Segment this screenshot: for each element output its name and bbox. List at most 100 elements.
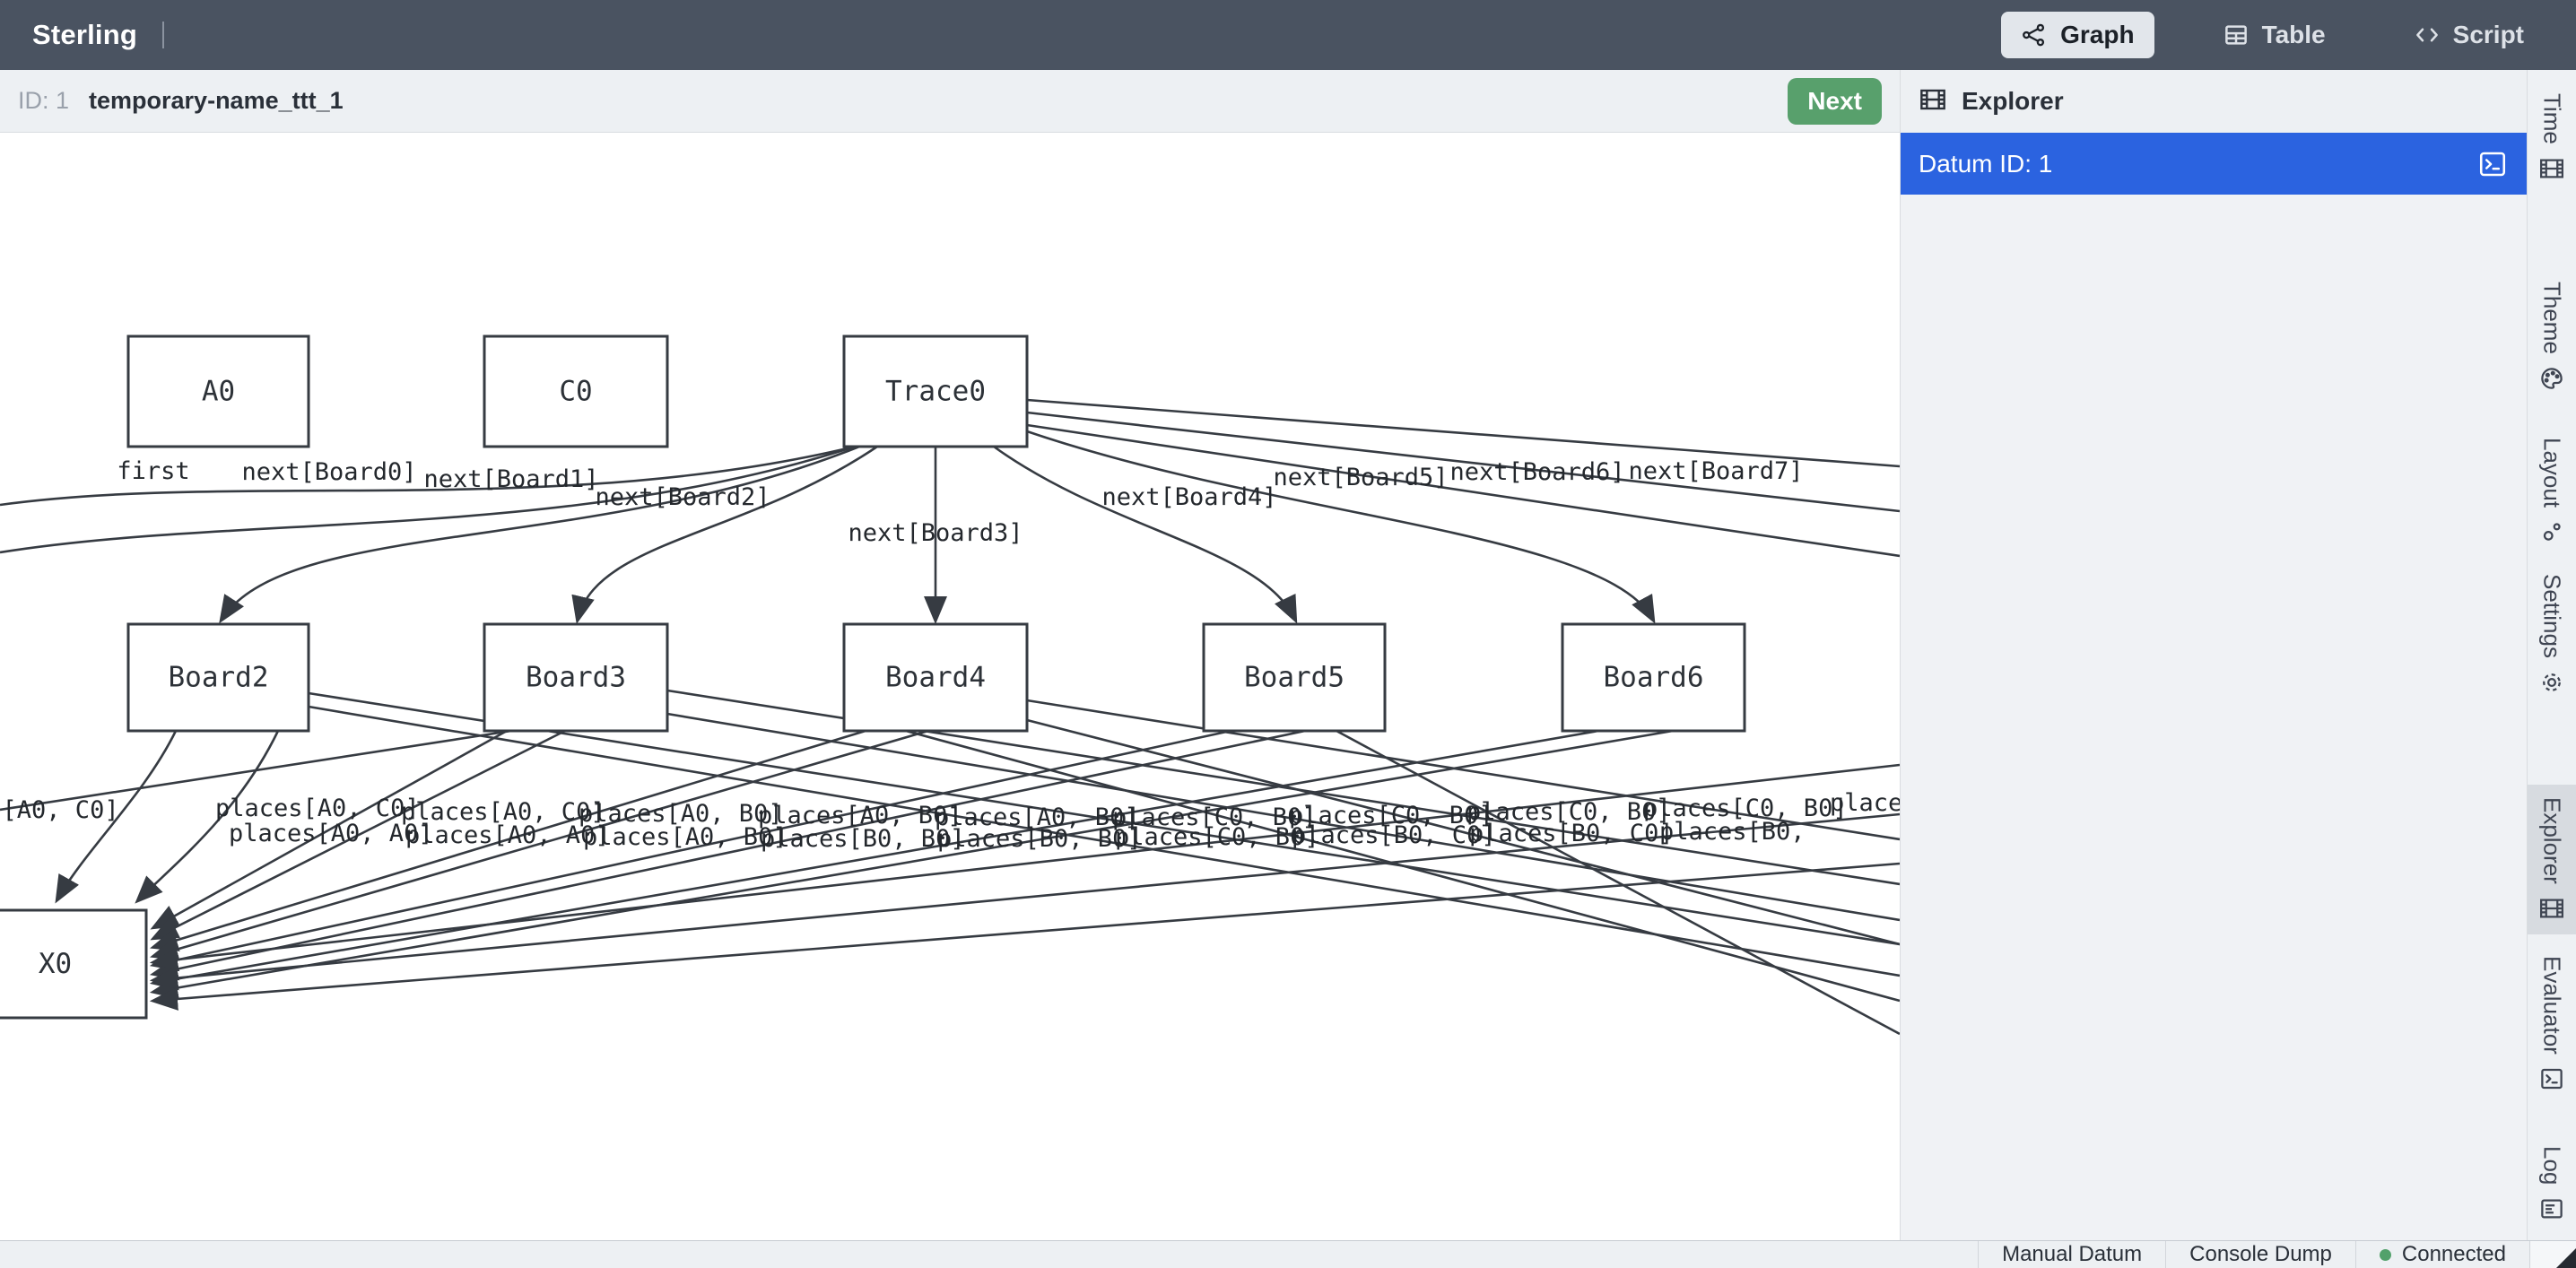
- graph-edge: [0, 729, 512, 812]
- resize-grip[interactable]: [2556, 1248, 2576, 1268]
- rail-tab-explorer[interactable]: Explorer: [2528, 785, 2576, 934]
- rail-tab-log[interactable]: Log: [2528, 1133, 2576, 1235]
- graph-node-Board3[interactable]: Board3: [483, 622, 669, 733]
- graph-node-Board5[interactable]: Board5: [1202, 622, 1387, 733]
- side-rail: Time Theme Layout: [2527, 70, 2576, 1240]
- graph-edge: [135, 730, 280, 904]
- edge-label: next[Board2]: [595, 483, 770, 511]
- datum-name: temporary-name_ttt_1: [89, 87, 344, 114]
- graph-node-label: Trace0: [885, 376, 986, 408]
- places-label: places[A0, B0]: [583, 823, 788, 851]
- places-label: places[B0, B0]: [761, 825, 965, 853]
- tab-script-label: Script: [2452, 21, 2524, 48]
- graph-edge: [993, 445, 1298, 624]
- places-label: places[A0, A0]: [229, 820, 433, 847]
- graph-node-label: A0: [202, 376, 235, 408]
- graph-edge: [666, 712, 1900, 922]
- connected-dot-icon: [2379, 1248, 2391, 1261]
- graph-edge: [1026, 699, 1900, 841]
- graph-node-label: Board4: [885, 662, 986, 694]
- explorer-panel-header: Explorer: [1901, 70, 2527, 133]
- places-label: places[B0, C0]: [1292, 821, 1496, 849]
- rail-time-label: Time: [2538, 93, 2566, 144]
- next-button[interactable]: Next: [1788, 77, 1882, 125]
- tab-script[interactable]: Script: [2394, 12, 2544, 58]
- places-label: places[A0, B0]: [579, 800, 783, 828]
- connection-label: Connected: [2401, 1242, 2506, 1266]
- places-label: places[A0, C0]: [401, 798, 605, 826]
- gear-icon: [2538, 669, 2565, 696]
- status-corner: [2529, 1241, 2576, 1268]
- places-label: places[B0,: [1659, 818, 1806, 846]
- edge-label: next[Board6]: [1449, 458, 1624, 486]
- rail-evaluator-label: Evaluator: [2538, 956, 2566, 1055]
- places-label: places[A0, C0]: [215, 795, 420, 822]
- graph-node-Trace0[interactable]: Trace0: [842, 334, 1029, 448]
- graph-edge: [219, 445, 860, 624]
- edge-label: next[Board1]: [423, 465, 598, 493]
- rail-settings-label: Settings: [2538, 574, 2566, 658]
- status-spacer: [0, 1241, 1978, 1268]
- graph-edge: [1026, 423, 1900, 558]
- places-label: places[C0, B0]: [1112, 803, 1317, 831]
- graph-edge: [150, 729, 508, 930]
- graph-edge: [1026, 430, 1656, 624]
- layout-icon: [2538, 518, 2565, 545]
- top-bar: Sterling Graph Table: [0, 0, 2576, 70]
- graph-edge: [308, 705, 1900, 977]
- graph-edge: [149, 729, 1674, 1000]
- rail-tab-theme[interactable]: Theme: [2528, 269, 2576, 404]
- graph-edge: [150, 729, 566, 941]
- places-label: places[A0, A0]: [405, 821, 610, 849]
- rail-tab-evaluator[interactable]: Evaluator: [2528, 943, 2576, 1105]
- graph-edge: [149, 729, 1306, 981]
- graph-node-X0[interactable]: X0: [0, 908, 148, 1020]
- places-label: places[C0, B0]: [1466, 798, 1671, 826]
- tab-table[interactable]: Table: [2203, 12, 2345, 58]
- graph-node-Board6[interactable]: Board6: [1561, 622, 1746, 733]
- script-icon: [2414, 22, 2441, 48]
- rail-tab-layout[interactable]: Layout: [2528, 425, 2576, 558]
- graph-node-Board4[interactable]: Board4: [842, 622, 1029, 733]
- rail-explorer-label: Explorer: [2538, 797, 2566, 884]
- film-icon: [1919, 85, 1947, 118]
- graph-node-A0[interactable]: A0: [126, 334, 310, 448]
- graph-edge: [1336, 729, 1900, 1036]
- places-label: places[C0,: [1830, 789, 1900, 817]
- graph-node-Board2[interactable]: Board2: [126, 622, 310, 733]
- graph-edge: [1026, 718, 1900, 946]
- graph-node-C0[interactable]: C0: [483, 334, 669, 448]
- tab-graph[interactable]: Graph: [2001, 12, 2154, 58]
- graph-node-label: Board2: [169, 662, 269, 694]
- graph-edge: [0, 445, 856, 554]
- graph-edge: [149, 729, 1599, 991]
- tab-table-label: Table: [2261, 21, 2326, 48]
- places-label: places[B0, B0]: [937, 825, 1142, 853]
- table-icon: [2223, 22, 2250, 48]
- graph-edge: [905, 729, 1900, 1003]
- places-label: places[A0, B0]: [935, 803, 1139, 831]
- rail-log-label: Log: [2538, 1146, 2566, 1185]
- rail-tab-settings[interactable]: Settings: [2528, 561, 2576, 708]
- graph-edge: [0, 445, 856, 507]
- brand-divider: [162, 22, 165, 48]
- terminal-icon[interactable]: [2476, 148, 2509, 180]
- film-icon: [2538, 895, 2565, 922]
- datum-id-label: ID: 1: [18, 87, 70, 114]
- palette-icon: [2538, 365, 2565, 392]
- edge-label: next[Board4]: [1101, 483, 1276, 511]
- datum-row[interactable]: Datum ID: 1: [1901, 133, 2527, 195]
- film-icon: [2538, 155, 2565, 182]
- manual-datum-button[interactable]: Manual Datum: [1978, 1241, 2165, 1268]
- rail-tab-time[interactable]: Time: [2528, 81, 2576, 195]
- edge-label: next[Board0]: [241, 458, 416, 486]
- console-dump-button[interactable]: Console Dump: [2165, 1241, 2355, 1268]
- places-label: places[C0, B0]: [1289, 802, 1493, 829]
- view-tabs: Graph Table Script: [2001, 12, 2544, 58]
- places-label: places[A0, B0]: [758, 802, 962, 829]
- graph-edge: [1026, 411, 1900, 513]
